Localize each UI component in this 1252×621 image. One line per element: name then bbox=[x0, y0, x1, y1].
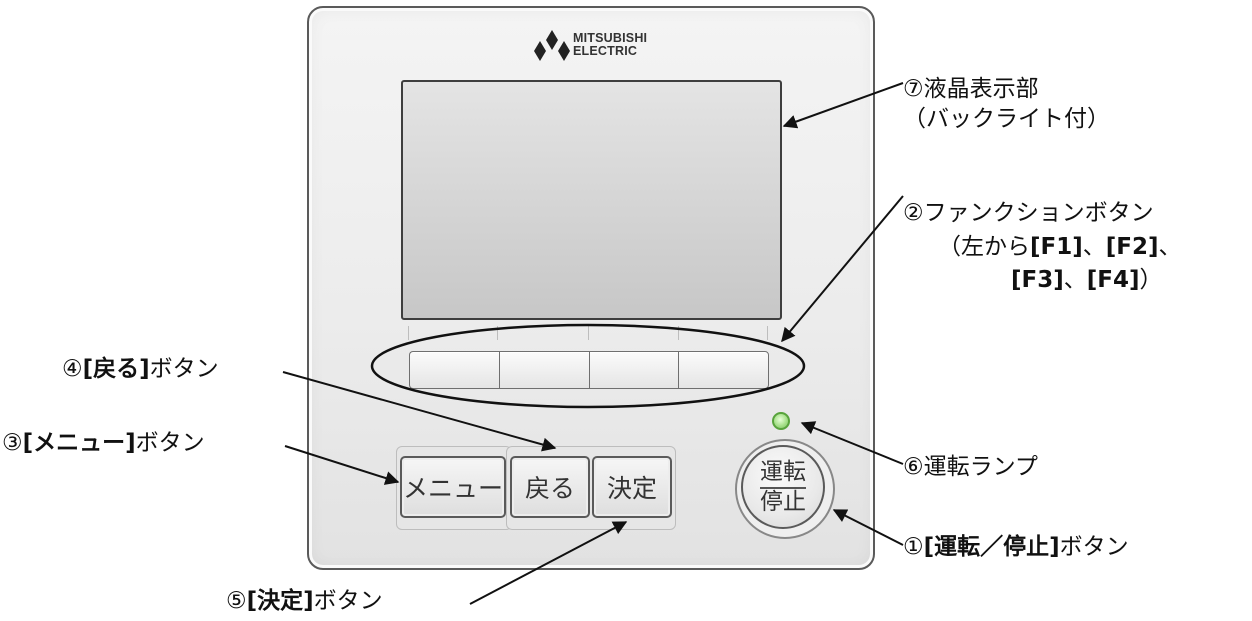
callout-key: [F3] bbox=[1011, 267, 1064, 293]
callout-text: 運転ランプ bbox=[923, 454, 1038, 480]
three-diamond-logo-icon bbox=[534, 30, 570, 61]
callout-number: ② bbox=[903, 200, 924, 226]
lamp-callout: ⑥運転ランプ bbox=[903, 452, 1038, 482]
divider bbox=[408, 326, 409, 340]
back-button[interactable]: 戻る bbox=[510, 456, 590, 518]
function-callout-line-3: [F3]、[F4]） bbox=[1011, 265, 1163, 295]
callout-number: ① bbox=[903, 534, 924, 560]
callout-text: 、 bbox=[1063, 267, 1087, 293]
callout-text: ） bbox=[1139, 267, 1163, 293]
menu-button[interactable]: メニュー bbox=[400, 456, 506, 518]
lcd-display bbox=[401, 80, 782, 320]
callout-text: ファンクションボタン bbox=[923, 200, 1154, 226]
callout-key: [戻る] bbox=[82, 356, 150, 382]
callout-number: ⑤ bbox=[226, 588, 247, 614]
callout-text: ボタン bbox=[1059, 534, 1129, 560]
remote-controller: MITSUBISHI ELECTRIC メニュー 戻る 決定 運転 停止 bbox=[307, 6, 875, 570]
divider bbox=[497, 326, 498, 340]
menu-callout: ③[メニュー]ボタン bbox=[2, 428, 205, 458]
callout-text: （左から bbox=[938, 234, 1030, 260]
divider bbox=[678, 326, 679, 340]
divider bbox=[760, 487, 806, 489]
f2-button[interactable] bbox=[498, 351, 589, 389]
callout-text: 、 bbox=[1158, 234, 1182, 260]
run-stop-button[interactable]: 運転 停止 bbox=[741, 445, 825, 529]
enter-callout: ⑤[決定]ボタン bbox=[226, 586, 383, 616]
back-callout: ④[戻る]ボタン bbox=[62, 354, 219, 384]
callout-number: ⑥ bbox=[903, 454, 924, 480]
lcd-callout-note: （バックライト付） bbox=[903, 106, 1110, 132]
callout-number: ⑦ bbox=[903, 76, 924, 102]
brand-name: MITSUBISHI ELECTRIC bbox=[573, 32, 647, 58]
callout-key: [メニュー] bbox=[22, 430, 136, 456]
run-stop-top-label: 運転 bbox=[760, 459, 806, 485]
lcd-callout: ⑦液晶表示部 bbox=[903, 74, 1039, 104]
callout-number: ③ bbox=[2, 430, 23, 456]
callout-key: [F2] bbox=[1105, 234, 1159, 260]
callout-text: 液晶表示部 bbox=[923, 76, 1039, 102]
run-stop-callout: ①[運転／停止]ボタン bbox=[903, 532, 1129, 562]
f4-button[interactable] bbox=[678, 351, 769, 389]
callout-number: ④ bbox=[62, 356, 83, 382]
function-button-row bbox=[409, 351, 769, 389]
run-stop-bottom-label: 停止 bbox=[760, 489, 806, 515]
callout-key: [F1] bbox=[1030, 234, 1083, 260]
f1-button[interactable] bbox=[409, 351, 499, 389]
function-callout-line-2: （左から[F1]、[F2]、 bbox=[938, 232, 1182, 262]
function-callout: ②ファンクションボタン bbox=[903, 198, 1154, 228]
callout-text: ボタン bbox=[149, 356, 219, 382]
brand-line-1: MITSUBISHI bbox=[573, 31, 648, 45]
brand-line-2: ELECTRIC bbox=[573, 44, 638, 58]
divider bbox=[767, 326, 768, 340]
callout-text: ボタン bbox=[313, 588, 383, 614]
callout-text: 、 bbox=[1082, 234, 1106, 260]
callout-key: [決定] bbox=[246, 588, 314, 614]
callout-key: [F4] bbox=[1086, 267, 1140, 293]
operation-lamp bbox=[772, 412, 790, 430]
callout-text: ボタン bbox=[135, 430, 205, 456]
enter-button[interactable]: 決定 bbox=[592, 456, 672, 518]
divider bbox=[588, 326, 589, 340]
f3-button[interactable] bbox=[588, 351, 679, 389]
callout-key: [運転／停止] bbox=[923, 534, 1060, 560]
